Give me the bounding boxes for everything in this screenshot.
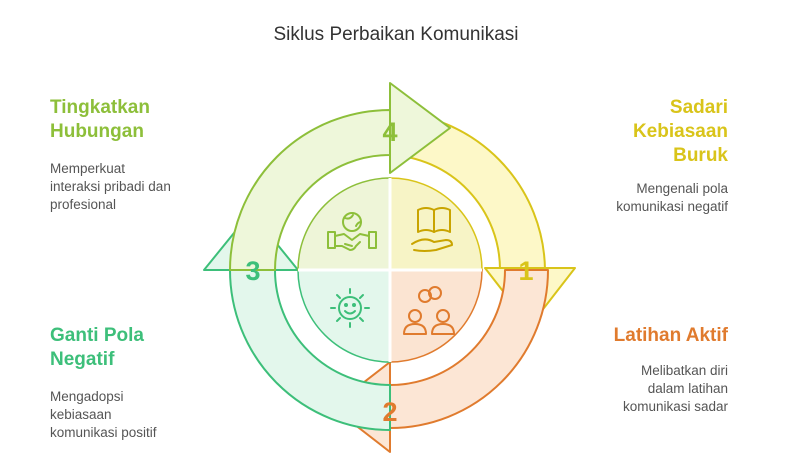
handshake-globe-icon [327, 212, 377, 251]
step-number-4: 4 [382, 117, 397, 147]
step-2-description: Melibatkan diri dalam latihan komunikasi… [622, 363, 728, 414]
step-4-description: Memperkuat interaksi pribadi dan profesi… [50, 161, 171, 212]
arrow-4 [229, 82, 451, 271]
quadrant-top-right [389, 177, 483, 271]
quadrant-bottom-left [297, 269, 391, 363]
step-number-3: 3 [245, 256, 260, 286]
step-4-title: Tingkatkan Hubungan [50, 97, 150, 142]
smiling-sun-icon [330, 288, 370, 328]
step-2-title: Latihan Aktif [613, 325, 728, 346]
step-1-title: Sadari Kebiasaan Buruk [632, 97, 728, 166]
step-1-description: Mengenali pola komunikasi negatif [616, 181, 728, 214]
step-number-1: 1 [518, 256, 533, 286]
step-3-title: Ganti Pola Negatif [50, 325, 144, 370]
step-number-2: 2 [382, 397, 397, 427]
diagram-title: Siklus Perbaikan Komunikasi [273, 24, 519, 45]
book-hand-icon [411, 207, 453, 252]
people-rings-icon [403, 286, 455, 335]
step-3-description: Mengadopsi kebiasaan komunikasi positif [50, 389, 157, 440]
